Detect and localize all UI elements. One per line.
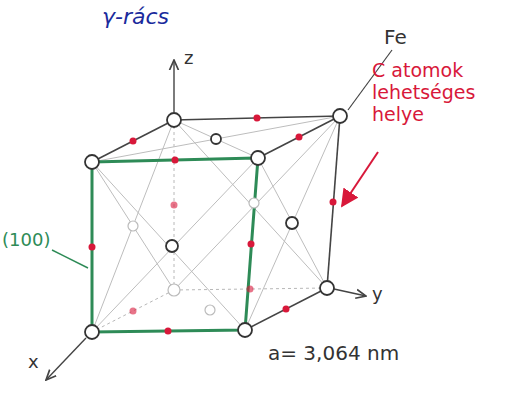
carbon-sites bbox=[89, 115, 337, 335]
plane-label: (100) bbox=[2, 230, 50, 251]
axis-label: y bbox=[372, 284, 383, 305]
hidden-edges bbox=[92, 120, 327, 332]
fe-atoms bbox=[85, 109, 347, 339]
site-note: C atomok lehetséges helye bbox=[372, 60, 512, 126]
face-diagonals bbox=[92, 116, 340, 332]
axis-label: x bbox=[28, 352, 39, 373]
carbon-arrow bbox=[342, 152, 378, 206]
dimension-label: a= 3,064 nm bbox=[268, 342, 399, 365]
atom-label: Fe bbox=[384, 26, 407, 49]
plane-100-outline bbox=[92, 158, 258, 332]
lattice-title: γ-rács bbox=[102, 4, 169, 29]
axis-label: z bbox=[184, 48, 193, 69]
axes bbox=[46, 60, 366, 380]
hidden-fe-atoms bbox=[128, 198, 259, 315]
cube-edges bbox=[92, 116, 340, 330]
plane-leader bbox=[52, 250, 88, 268]
